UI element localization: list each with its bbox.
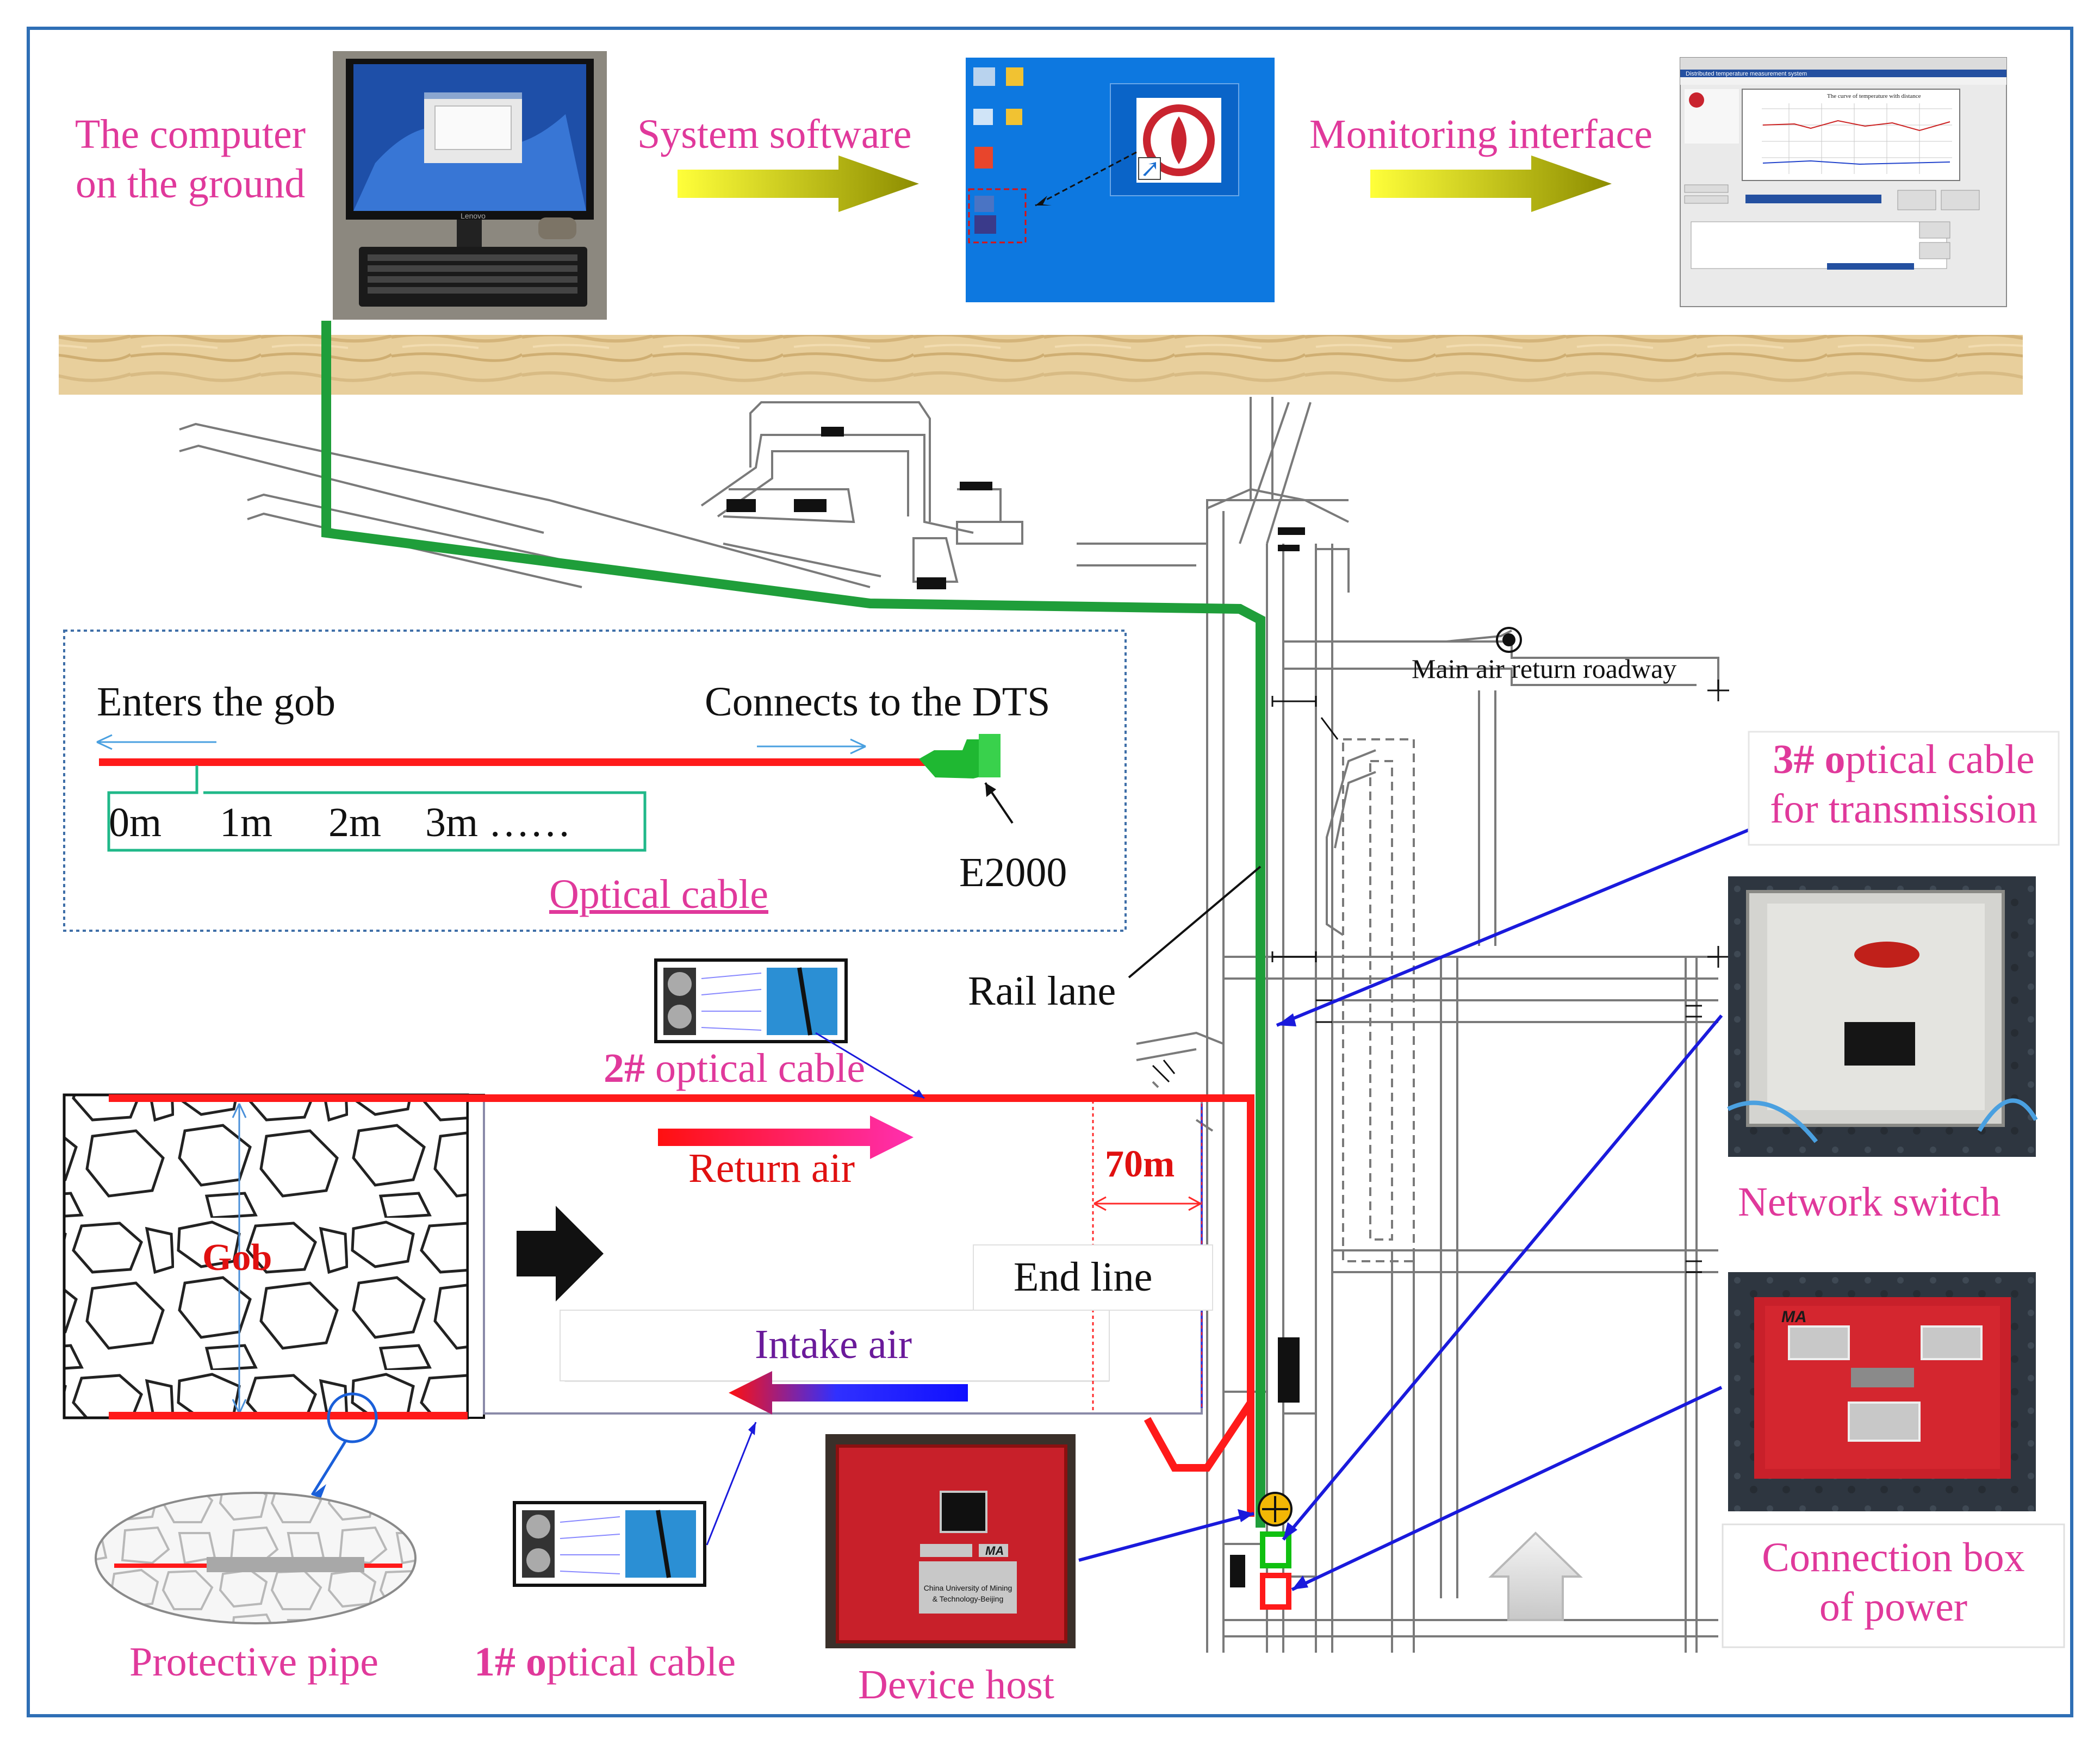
return-air-label: Return air bbox=[688, 1145, 855, 1191]
scale-2m: 2m bbox=[328, 800, 382, 845]
device-host-label: Device host bbox=[858, 1662, 1054, 1708]
network-switch-label: Network switch bbox=[1738, 1179, 2001, 1225]
pipe-callout-circle bbox=[327, 1392, 378, 1443]
pointer-heads bbox=[1238, 1013, 1308, 1590]
scale-3m: 3m …… bbox=[425, 800, 571, 845]
software-shortcut-icon bbox=[974, 196, 994, 212]
software-label: System software bbox=[637, 111, 912, 157]
protective-pipe-label: Protective pipe bbox=[129, 1639, 378, 1685]
computer-label-line1: The computer bbox=[74, 111, 306, 157]
cable1-label: 1# optical cable bbox=[474, 1637, 736, 1687]
folder-icon bbox=[1006, 67, 1023, 86]
cable3-label-line2: for transmission bbox=[1770, 786, 2037, 832]
cable1-label-bold: 1# o bbox=[474, 1639, 546, 1685]
rail-lane-label: Rail lane bbox=[968, 968, 1116, 1014]
monitor-ui-title: Distributed temperature measurement syst… bbox=[1686, 71, 1807, 77]
cable3-label-rest: ptical cable bbox=[1845, 737, 2035, 782]
box-brand: MA bbox=[1781, 1308, 1807, 1326]
host-maker-line2: & Technology-Beijing bbox=[933, 1594, 1004, 1603]
connection-box-label-line1: Connection box bbox=[1762, 1535, 2025, 1580]
optical-cable-inset bbox=[63, 630, 1127, 932]
cable2-cross-section bbox=[654, 958, 848, 1043]
scale-0m: 0m bbox=[109, 800, 162, 845]
host-maker-line1: China University of Mining bbox=[924, 1584, 1012, 1592]
gob-label: Gob bbox=[202, 1237, 272, 1279]
computer-label-line2: on the ground bbox=[75, 161, 306, 207]
arrow-to-monitoring bbox=[1370, 155, 1612, 212]
power-connection-box-photo: MA bbox=[1728, 1272, 2036, 1511]
main-air-return-label: Main air return roadway bbox=[1412, 653, 1677, 684]
cable1-label-rest: ptical cable bbox=[546, 1639, 736, 1685]
enters-gob-label: Enters the gob bbox=[97, 679, 336, 725]
connection-box-label: Connection box of power bbox=[1725, 1533, 2062, 1632]
e2000-label: E2000 bbox=[959, 850, 1067, 895]
face-advance-arrow bbox=[517, 1206, 604, 1301]
intake-air-arrow bbox=[729, 1371, 968, 1415]
sensing-cable-2 bbox=[109, 1094, 1254, 1517]
cable3-label: 3# optical cable for transmission bbox=[1754, 735, 2053, 834]
power-box-marker bbox=[1260, 1573, 1291, 1610]
cable3-label-bold: 3# o bbox=[1773, 737, 1846, 782]
face-support-red bbox=[1144, 1400, 1254, 1472]
cable1-cross-section bbox=[513, 1501, 706, 1587]
monitor-ui-chart-title: The curve of temperature with distance bbox=[1827, 93, 1921, 99]
map-tick-marks bbox=[1152, 680, 1729, 1273]
photo-pointers bbox=[1078, 825, 1759, 1591]
device-host-photo: MA China University of Mining & Technolo… bbox=[825, 1434, 1076, 1648]
outer-frame bbox=[27, 27, 2073, 1717]
cable2-pointer bbox=[815, 1032, 925, 1099]
cable1-pointer bbox=[706, 1422, 757, 1546]
switch-marker bbox=[1260, 1531, 1291, 1568]
cable2-label: 2# optical cable bbox=[604, 1044, 865, 1093]
ground-strip bbox=[59, 335, 2023, 395]
scale-1m: 1m bbox=[220, 800, 273, 845]
north-arrow bbox=[1488, 1531, 1583, 1621]
cable2-label-bold: 2# bbox=[604, 1045, 645, 1091]
scale-bracket bbox=[107, 765, 647, 852]
cable2-label-rest: optical cable bbox=[645, 1045, 866, 1091]
optical-cable-inset-label: Optical cable bbox=[549, 871, 769, 917]
connects-dts-label: Connects to the DTS bbox=[705, 679, 1051, 725]
monitor-brand: Lenovo bbox=[461, 211, 486, 220]
recycle-bin-icon bbox=[973, 67, 995, 86]
arrow-to-software bbox=[678, 155, 919, 212]
connection-box-label-line2: of power bbox=[1819, 1584, 1968, 1630]
map-markers bbox=[726, 427, 1522, 1587]
computer-photo: Lenovo bbox=[333, 51, 607, 320]
network-switch-photo bbox=[1727, 876, 2038, 1157]
monitoring-interface-photo: Distributed temperature measurement syst… bbox=[1680, 57, 2007, 307]
transmission-cable-green bbox=[321, 321, 1265, 1528]
end-line-label: End line bbox=[1014, 1254, 1153, 1300]
distance-70m-label: 70m bbox=[1105, 1143, 1175, 1185]
return-air-arrow bbox=[658, 1116, 914, 1159]
e2000-connector bbox=[919, 734, 1014, 824]
system-software-photo bbox=[966, 58, 1275, 302]
host-brand: MA bbox=[985, 1544, 1004, 1558]
intake-air-label: Intake air bbox=[755, 1322, 912, 1367]
monitoring-label: Monitoring interface bbox=[1309, 111, 1653, 157]
computer-label: The computer on the ground bbox=[60, 110, 321, 209]
